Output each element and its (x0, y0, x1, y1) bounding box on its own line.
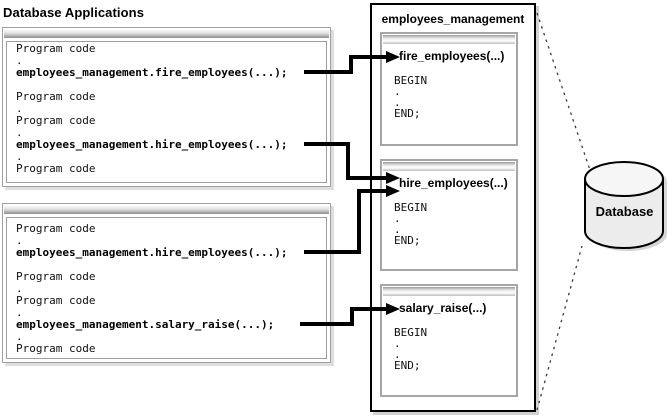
code-line: Program code (16, 270, 96, 283)
code-line: Program code (16, 42, 96, 55)
code-line: Program code (16, 90, 96, 103)
code-line: BEGIN (394, 326, 428, 339)
code-line: . (394, 223, 401, 236)
procedure-box-fire-employees: fire_employees(...) BEGIN . . END; (380, 32, 518, 146)
code-line: . (16, 150, 23, 163)
procedure-titlebar (383, 35, 515, 44)
procedure-body: BEGIN . . END; (394, 327, 516, 371)
page-title: Database Applications (3, 5, 145, 20)
code-line: Program code (16, 294, 96, 307)
code-line: END; (394, 234, 421, 247)
code-line: END; (394, 107, 421, 120)
procedure-titlebar (383, 287, 515, 296)
procedure-title: hire_employees(...) (399, 176, 508, 190)
code-line: Program code (16, 222, 96, 235)
dashed-link-top (536, 12, 591, 171)
code-line: . (16, 282, 23, 295)
code-line: . (394, 85, 401, 98)
procedure-title: fire_employees(...) (399, 49, 505, 63)
code-line: . (16, 330, 23, 343)
code-line-call-fire-employees: employees_management.fire_employees(...)… (16, 66, 288, 79)
code-line-call-hire-employees: employees_management.hire_employees(...)… (16, 246, 288, 259)
code-line-call-salary-raise: employees_management.salary_raise(...); (16, 318, 275, 331)
program-code-block-2: Program code . employees_management.hire… (6, 217, 327, 359)
code-line: BEGIN (394, 201, 428, 214)
window-titlebar (4, 29, 329, 38)
code-line: Program code (16, 114, 96, 127)
cylinder-top (584, 161, 664, 197)
package-title: employees_management (381, 12, 525, 26)
package-box-employees-management: employees_management fire_employees(...)… (370, 3, 536, 412)
code-line: . (16, 306, 23, 319)
database-label: Database (595, 204, 654, 219)
code-line: . (16, 126, 23, 139)
procedure-box-hire-employees: hire_employees(...) BEGIN . . END; (380, 159, 518, 271)
procedure-box-salary-raise: salary_raise(...) BEGIN . . END; (380, 284, 518, 397)
code-line: END; (394, 359, 421, 372)
code-line: . (16, 54, 23, 67)
procedure-body: BEGIN . . END; (394, 202, 516, 246)
code-line: Program code (16, 162, 96, 175)
code-line: . (394, 337, 401, 350)
procedure-title: salary_raise(...) (399, 301, 487, 315)
code-line: . (16, 234, 23, 247)
procedure-body: BEGIN . . END; (394, 75, 516, 119)
window-titlebar (4, 205, 329, 214)
code-line: Program code (16, 342, 96, 355)
code-line-call-hire-employees: employees_management.hire_employees(...)… (16, 138, 288, 151)
program-code-block-1: Program code . employees_management.fire… (6, 41, 327, 183)
application-window-1: Program code . employees_management.fire… (2, 27, 331, 187)
code-line: . (16, 102, 23, 115)
code-line: . (394, 212, 401, 225)
procedure-titlebar (383, 162, 515, 171)
code-line: BEGIN (394, 74, 428, 87)
code-line: . (394, 96, 401, 109)
application-window-2: Program code . employees_management.hire… (2, 203, 331, 363)
dashed-link-bottom (536, 245, 583, 411)
code-line: . (394, 348, 401, 361)
